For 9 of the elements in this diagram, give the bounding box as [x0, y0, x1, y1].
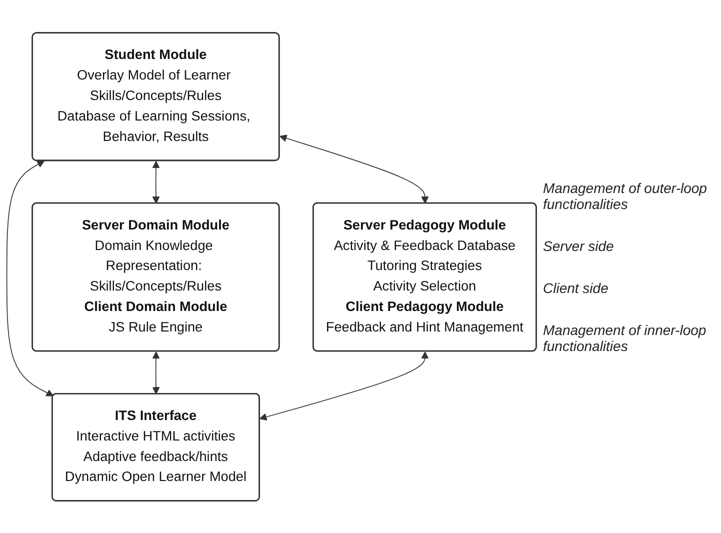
arrow	[6, 160, 54, 396]
note-text: Server side	[543, 238, 615, 254]
arrow	[280, 134, 429, 204]
note-text: Management of outer-loop functionalities	[543, 180, 708, 212]
note-text: Client side	[543, 280, 610, 296]
arrow	[259, 351, 429, 420]
arrow	[152, 351, 160, 394]
arrow	[152, 160, 160, 204]
note-text: Management of inner-loop functionalities	[543, 322, 708, 354]
